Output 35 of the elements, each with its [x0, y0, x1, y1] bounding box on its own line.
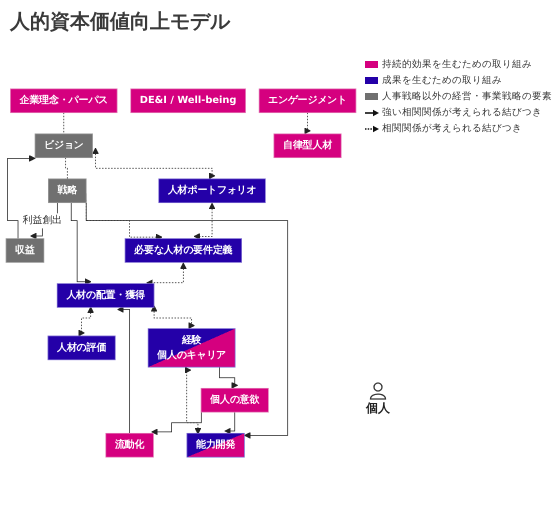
connector — [63, 112, 64, 134]
edge-label: 利益創出 — [22, 214, 62, 226]
node-box: 自律型人材 — [274, 133, 342, 158]
arrow — [219, 366, 238, 389]
arrow — [7, 155, 36, 239]
connector — [65, 157, 68, 180]
arrow — [70, 202, 92, 286]
arrow — [194, 202, 216, 240]
arrow — [184, 366, 202, 434]
node-box: 収益 — [6, 238, 44, 263]
arrow — [117, 306, 130, 434]
diagram-title: 人的資本価値向上モデル — [10, 8, 230, 35]
arrow — [151, 412, 202, 436]
arrow — [150, 305, 195, 329]
node-box: 人材の配置・獲得 — [56, 283, 154, 308]
node-box: 人材ポートフォリオ — [158, 178, 266, 204]
arrow — [78, 306, 94, 336]
arrow — [224, 412, 236, 434]
node-box: 企業理念・パーパス — [10, 88, 118, 114]
legend-text: 持続的効果を生むための取り組み — [382, 58, 532, 71]
arrow — [92, 148, 216, 180]
legend-text: 人事戦略以外の経営・事業戦略の要素 — [382, 90, 552, 103]
node-box: ビジョン — [34, 133, 93, 158]
group-label: 個人 — [366, 400, 390, 417]
node-box: 必要な人材の要件定義 — [124, 238, 242, 263]
node-box: DE&I / Well-being — [130, 88, 246, 114]
node-box: 人材の評価 — [48, 336, 116, 360]
legend-text: 強い相関関係が考えられる結びつき — [382, 106, 542, 119]
legend-text: 相関関係が考えられる結びつき — [382, 122, 522, 135]
node-box: 流動化 — [105, 432, 154, 458]
node-box: 戦略 — [48, 178, 87, 204]
node-box: 個人の意欲 — [200, 388, 269, 413]
arrow — [304, 112, 311, 134]
node-box: エンゲージメント — [258, 88, 356, 114]
legend-text: 成果を生むための取り組み — [382, 74, 502, 87]
